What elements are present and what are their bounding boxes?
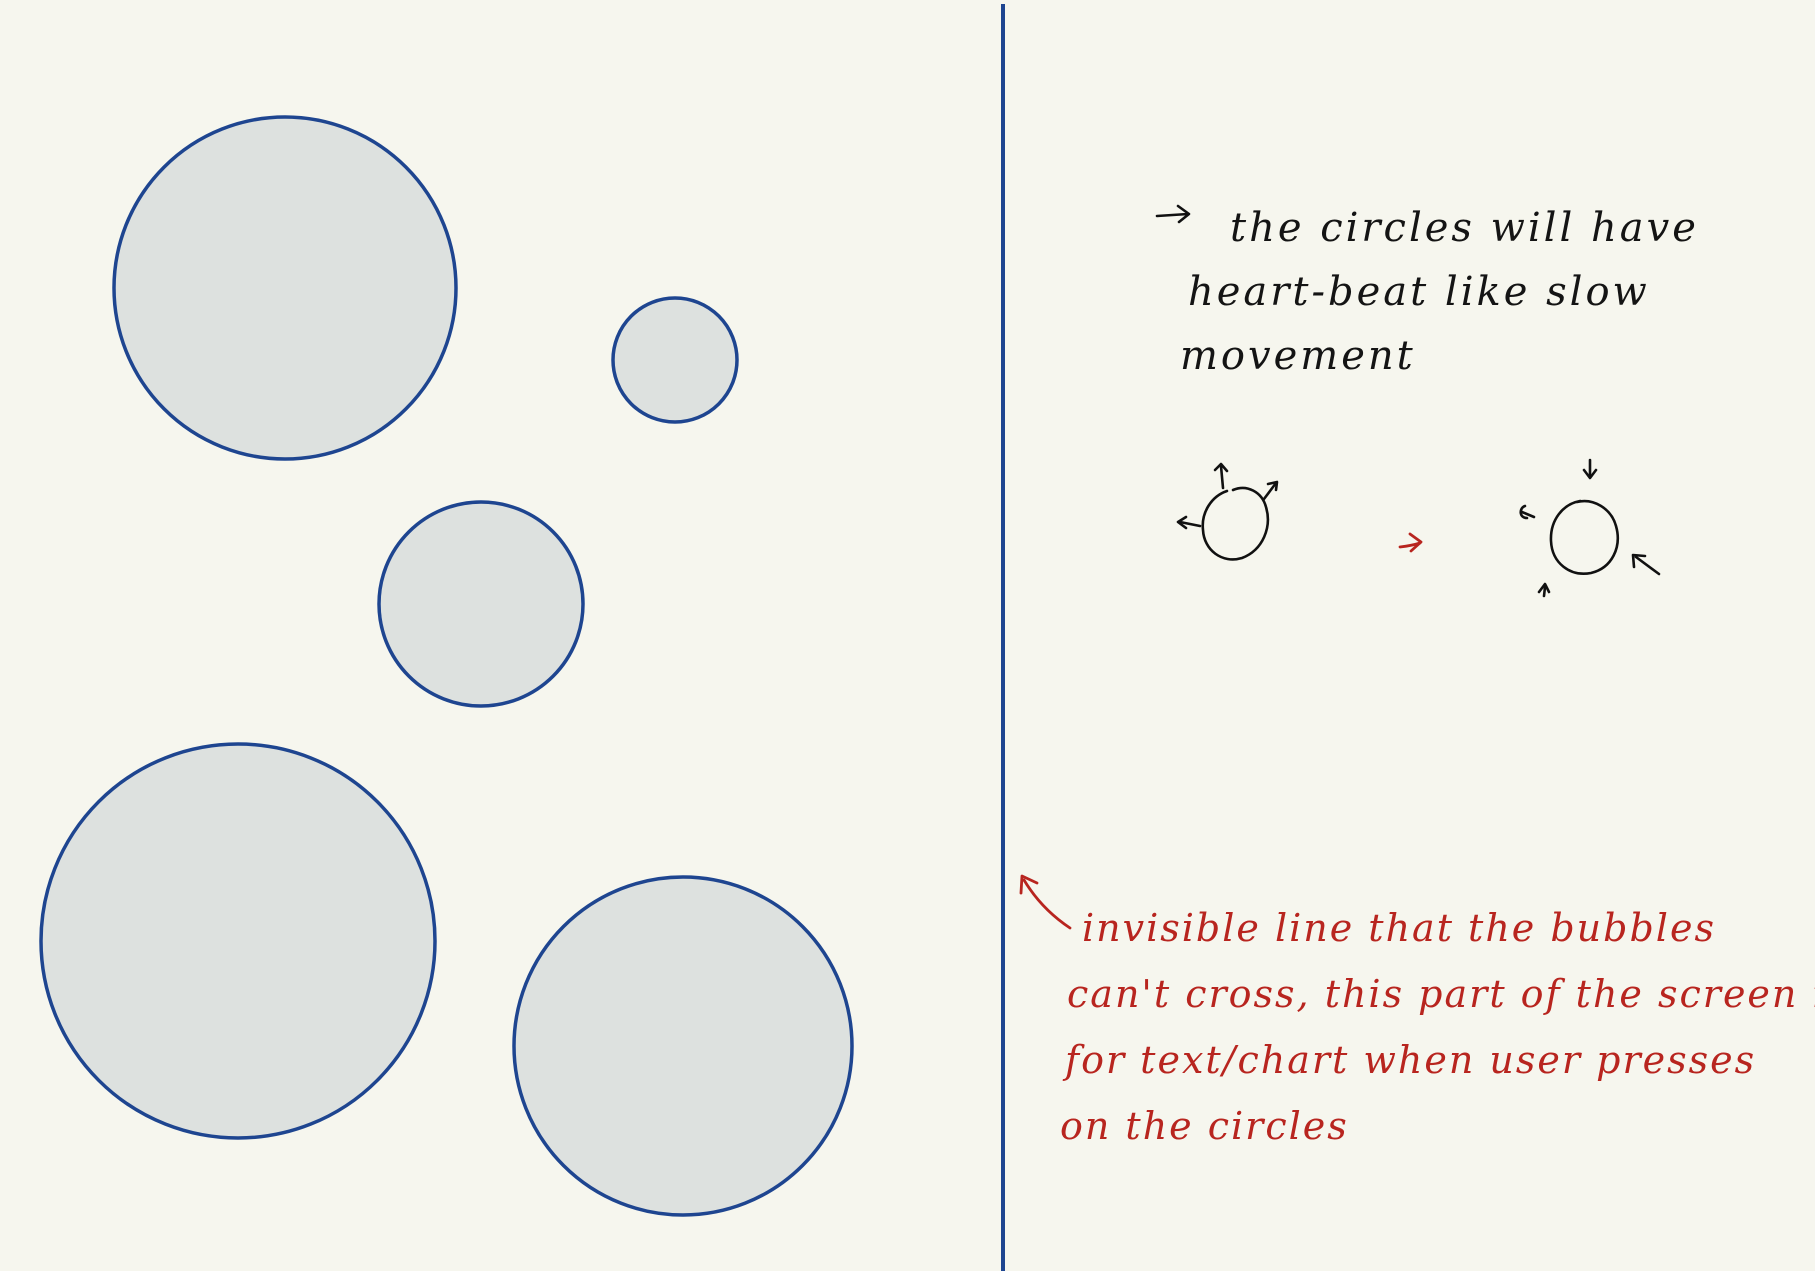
expanding-circle-icon bbox=[1176, 462, 1279, 561]
note-heartbeat-line-2: heart-beat like slow bbox=[1188, 269, 1650, 315]
pointer-arrow-icon bbox=[1019, 874, 1072, 930]
note-heartbeat-line-1: the circles will have bbox=[1230, 205, 1699, 251]
note-boundary-line-4: on the circles bbox=[1060, 1104, 1349, 1148]
note-heartbeat-line-3: movement bbox=[1180, 333, 1416, 379]
transition-arrow-icon bbox=[1398, 532, 1423, 553]
bubble-large-bottom-right[interactable] bbox=[512, 875, 854, 1217]
note-boundary-line-3: for text/chart when user presses bbox=[1065, 1038, 1757, 1082]
note-boundary-line-1: invisible line that the bubbles bbox=[1082, 906, 1716, 950]
bubble-large-top-left[interactable] bbox=[112, 115, 458, 461]
bullet-arrow-icon bbox=[1155, 204, 1191, 224]
note-boundary-line-2: can't cross, this part of the screen is bbox=[1067, 972, 1815, 1016]
note-invisible-boundary: invisible line that the bubbles can't cr… bbox=[1060, 895, 1815, 1159]
contracting-circle-icon bbox=[1519, 458, 1661, 598]
bubble-small-top-right[interactable] bbox=[611, 296, 739, 424]
bubble-large-bottom-left[interactable] bbox=[39, 742, 437, 1140]
note-heartbeat-movement: the circles will have heart-beat like sl… bbox=[1180, 196, 1699, 388]
bubble-medium-center[interactable] bbox=[377, 500, 585, 708]
